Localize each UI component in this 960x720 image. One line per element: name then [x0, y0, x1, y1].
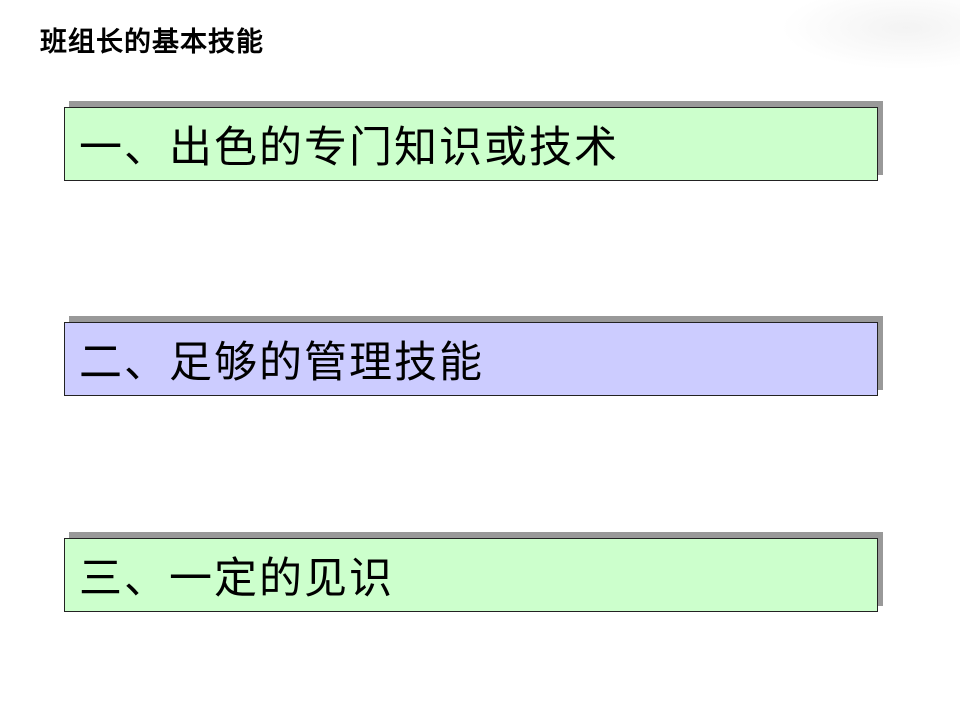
skill-box-management: 二、足够的管理技能: [64, 322, 878, 396]
background-watermark: [780, 0, 960, 70]
skill-box-insight: 三、一定的见识: [64, 538, 878, 612]
skill-label: 一、出色的专门知识或技术: [79, 123, 619, 173]
skill-label: 三、一定的见识: [79, 554, 394, 604]
skill-box-knowledge: 一、出色的专门知识或技术: [64, 107, 878, 181]
slide-title: 班组长的基本技能: [40, 27, 264, 58]
skill-label: 二、足够的管理技能: [79, 338, 484, 388]
